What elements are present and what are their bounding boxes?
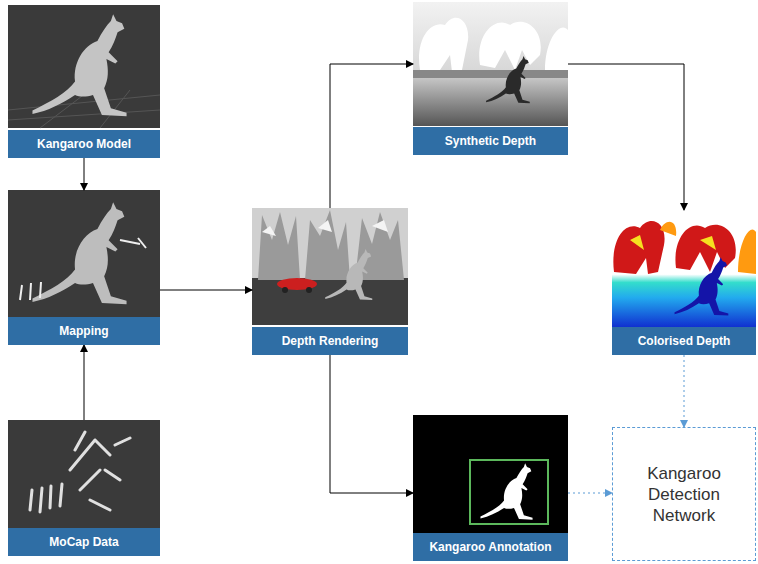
flow-arrow [84, 345, 85, 420]
image-panel: Depth Rendering [252, 208, 408, 355]
panel-label: Depth Rendering [252, 327, 408, 355]
image-panel: Kangaroo Model [8, 5, 160, 158]
panel-label: Colorised Depth [612, 327, 756, 355]
panel-label: Mapping [8, 317, 160, 345]
flow-arrow [330, 355, 413, 493]
model-render [8, 5, 160, 128]
colorised-depth-render [612, 210, 756, 327]
mapping-render [8, 190, 160, 318]
flow-arrow [160, 290, 252, 291]
image-panel: Synthetic Depth [413, 2, 568, 155]
panel-label: Kangaroo Annotation [413, 533, 568, 561]
panel-label: Synthetic Depth [413, 127, 568, 155]
image-panel: Kangaroo Annotation [413, 415, 568, 561]
flow-arrow [568, 64, 684, 210]
network-box: Kangaroo Detection Network [612, 427, 756, 561]
image-panel: Colorised Depth [612, 210, 756, 355]
annotation-render [413, 415, 568, 535]
dotted-arrow [684, 355, 685, 427]
network-label: Kangaroo Detection Network [613, 457, 755, 532]
flow-arrow [330, 64, 413, 208]
mocap-render [8, 420, 160, 530]
dotted-arrow [568, 493, 612, 494]
image-panel: Mapping [8, 190, 160, 345]
depth-render [252, 208, 408, 325]
synthetic-depth-render [413, 2, 568, 126]
flow-arrow [84, 158, 85, 190]
panel-label: Kangaroo Model [8, 130, 160, 158]
panel-label: MoCap Data [8, 528, 160, 556]
image-panel: MoCap Data [8, 420, 160, 556]
